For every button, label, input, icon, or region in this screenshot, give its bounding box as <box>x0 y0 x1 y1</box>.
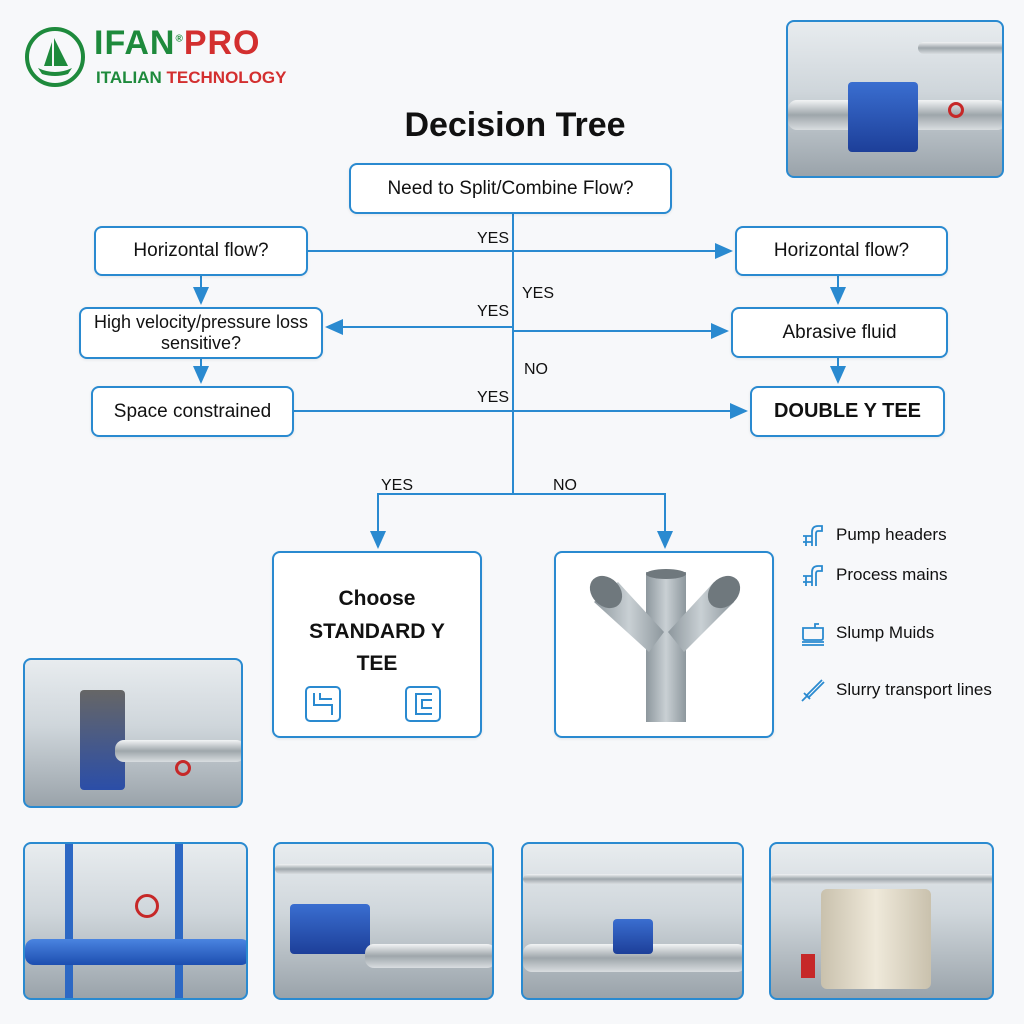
edge-label: YES <box>477 230 510 247</box>
node-standard-y-tee: Choose STANDARD Y TEE <box>272 551 482 738</box>
plant-photo <box>786 20 1004 178</box>
node-double-y-tee: DOUBLE Y TEE <box>750 386 945 437</box>
logo-brand-pro: PRO <box>183 24 261 62</box>
node-left-velocity: High velocity/pressure loss sensitive? <box>79 307 323 359</box>
plant-photo <box>521 842 744 1000</box>
plant-photo <box>23 842 248 1000</box>
use-case-item: Slurry transport lines <box>800 677 992 703</box>
use-case-item: Process mains <box>800 562 947 588</box>
double-y-tee-image <box>554 551 774 738</box>
edge-label: NO <box>553 477 577 494</box>
logo-tagline-italian: ITALIAN <box>96 68 162 87</box>
page-title: Decision Tree <box>404 106 626 144</box>
use-case-item: Pump headers <box>800 522 947 548</box>
node-left-horizontal: Horizontal flow? <box>94 226 308 276</box>
logo-brand-ifan: IFAN <box>94 24 176 62</box>
use-case-item: Slump Muids <box>800 620 934 646</box>
pipe-fitting-icon <box>305 686 341 722</box>
logo: IFAN®PRO ITALIAN TECHNOLOGY <box>24 24 314 90</box>
tank-icon <box>802 623 824 646</box>
node-right-abrasive: Abrasive fluid <box>731 307 948 358</box>
edge-label: YES <box>477 389 510 406</box>
node-right-horizontal: Horizontal flow? <box>735 226 948 276</box>
pipe-fitting-icon <box>405 686 441 722</box>
edge-label: YES <box>522 285 555 302</box>
edge-label: YES <box>477 303 510 320</box>
plant-photo <box>273 842 494 1000</box>
slurry-icon <box>801 679 825 702</box>
edge-label: YES <box>381 477 414 494</box>
plant-photo <box>769 842 994 1000</box>
logo-boat-icon <box>25 27 85 87</box>
node-left-space: Space constrained <box>91 386 294 437</box>
edge-label: NO <box>524 361 548 378</box>
plant-photo <box>23 658 243 808</box>
node-root: Need to Split/Combine Flow? <box>349 163 672 214</box>
logo-tagline-technology: TECHNOLOGY <box>166 68 287 87</box>
pipe-icon <box>803 565 823 586</box>
pipe-icon <box>803 525 823 546</box>
